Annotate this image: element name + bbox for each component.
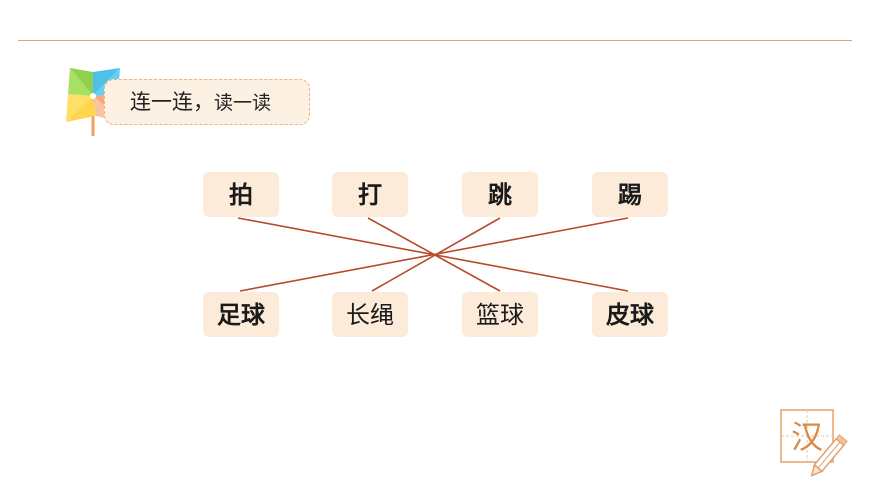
verb-card[interactable]: 跳 — [462, 172, 538, 217]
top-divider — [18, 40, 852, 41]
instruction-part2: 读一读 — [214, 92, 272, 114]
verb-label: 跳 — [488, 181, 512, 209]
noun-label: 长绳 — [346, 301, 394, 329]
instruction-title: 连一连，读一读 — [130, 87, 271, 117]
verb-label: 踢 — [618, 181, 642, 209]
verb-card[interactable]: 拍 — [203, 172, 279, 217]
instruction-box — [104, 79, 310, 125]
noun-label: 皮球 — [606, 301, 654, 329]
verb-label: 拍 — [229, 181, 253, 209]
noun-card[interactable]: 篮球 — [462, 292, 538, 337]
noun-card[interactable]: 皮球 — [592, 292, 668, 337]
verb-card[interactable]: 踢 — [592, 172, 668, 217]
match-line — [239, 217, 629, 292]
noun-label: 篮球 — [476, 301, 524, 329]
han-pencil-logo: 汉 — [780, 409, 848, 477]
verb-label: 打 — [358, 181, 382, 209]
verb-card[interactable]: 打 — [332, 172, 408, 217]
noun-card[interactable]: 长绳 — [332, 292, 408, 337]
instruction-part1: 连一连， — [130, 90, 214, 114]
noun-label: 足球 — [217, 301, 265, 329]
logo-character: 汉 — [791, 418, 823, 456]
noun-card[interactable]: 足球 — [203, 292, 279, 337]
